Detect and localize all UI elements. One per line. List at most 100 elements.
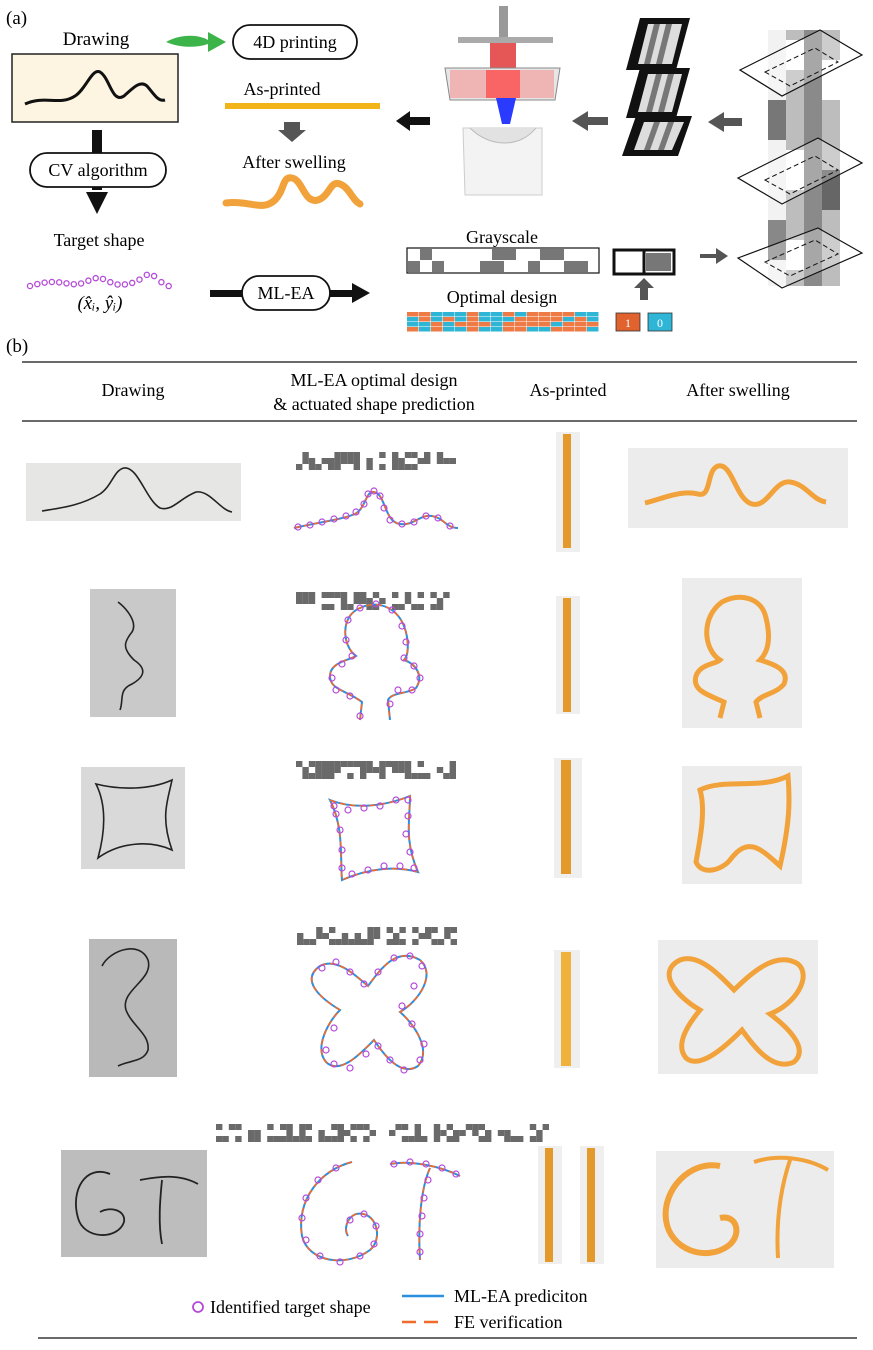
design-pixel bbox=[280, 1136, 287, 1142]
design-pixel bbox=[424, 452, 431, 458]
target-point bbox=[346, 1064, 354, 1072]
design-pixel bbox=[353, 458, 360, 464]
design-pixel bbox=[337, 1136, 344, 1142]
target-dots bbox=[26, 271, 172, 290]
design-pixel bbox=[315, 767, 322, 773]
cv-algorithm-label: CV algorithm bbox=[48, 160, 147, 180]
header-ml-ea-2: & actuated shape prediction bbox=[273, 394, 474, 414]
design-pixel bbox=[436, 598, 444, 604]
design-cell bbox=[455, 312, 467, 317]
design-cell bbox=[587, 312, 599, 317]
target-point bbox=[360, 804, 368, 812]
design-cell bbox=[575, 317, 587, 322]
design-pixel bbox=[296, 464, 303, 470]
design-pixel bbox=[308, 773, 316, 779]
design-pixel bbox=[366, 604, 373, 610]
design-cell bbox=[455, 322, 467, 327]
design-pixel bbox=[316, 933, 323, 939]
design-pixel bbox=[321, 767, 328, 773]
row-2-prediction bbox=[328, 600, 424, 721]
target-dot bbox=[48, 278, 56, 286]
bit-pair-dark bbox=[646, 253, 671, 271]
bit-one-label: 1 bbox=[625, 316, 631, 330]
target-dot bbox=[55, 279, 63, 286]
design-pixel bbox=[341, 939, 349, 945]
design-cell bbox=[491, 322, 503, 327]
grayscale-cell bbox=[540, 249, 552, 260]
design-pixel bbox=[248, 1136, 255, 1142]
design-pixel bbox=[472, 1130, 479, 1136]
design-pixel bbox=[337, 1124, 344, 1130]
target-point bbox=[424, 1176, 432, 1184]
design-pixel bbox=[398, 761, 405, 767]
design-cell bbox=[431, 312, 443, 317]
design-pixel bbox=[366, 458, 373, 464]
design-pixel bbox=[302, 592, 309, 598]
design-pixel bbox=[366, 767, 373, 773]
design-pixel bbox=[335, 939, 342, 945]
target-point bbox=[374, 1042, 382, 1050]
design-pixel bbox=[308, 592, 316, 598]
target-point bbox=[400, 654, 408, 662]
target-point bbox=[398, 1002, 406, 1010]
design-pixel bbox=[504, 1136, 511, 1142]
target-point bbox=[396, 862, 404, 870]
design-cell bbox=[563, 327, 575, 332]
target-point bbox=[316, 1252, 324, 1260]
row-3 bbox=[81, 758, 802, 884]
as-printed-label: As-printed bbox=[244, 79, 321, 99]
target-point bbox=[372, 1222, 380, 1230]
design-pixel bbox=[450, 927, 457, 933]
design-pixel bbox=[216, 1124, 223, 1130]
design-pixel bbox=[417, 592, 424, 598]
target-dot bbox=[34, 280, 41, 288]
row-5 bbox=[61, 1124, 834, 1268]
design-pixel bbox=[286, 1130, 293, 1136]
target-point bbox=[398, 622, 406, 630]
target-point bbox=[452, 1170, 460, 1178]
target-point bbox=[402, 638, 410, 646]
design-pixel bbox=[316, 927, 323, 933]
design-cell bbox=[419, 322, 431, 327]
design-pixel bbox=[385, 761, 392, 767]
design-pixel bbox=[398, 464, 405, 470]
design-cell bbox=[515, 327, 527, 332]
target-point bbox=[342, 512, 350, 520]
design-pixel bbox=[321, 604, 328, 610]
target-point bbox=[380, 862, 388, 870]
design-pixel bbox=[337, 1130, 344, 1136]
printing-label: 4D printing bbox=[253, 32, 337, 52]
design-pixel bbox=[393, 933, 400, 939]
design-pixel bbox=[395, 1124, 402, 1130]
target-dot bbox=[70, 280, 78, 288]
design-pixel bbox=[379, 761, 386, 767]
design-pixel bbox=[393, 939, 400, 945]
design-pixel bbox=[379, 767, 386, 773]
design-pixel bbox=[309, 939, 317, 945]
target-point bbox=[374, 968, 382, 976]
target-point bbox=[344, 806, 352, 814]
design-pixel bbox=[347, 604, 354, 610]
design-pixel bbox=[412, 927, 419, 933]
design-pixel bbox=[440, 1130, 447, 1136]
design-pixel bbox=[542, 1124, 549, 1130]
target-point bbox=[356, 1252, 364, 1260]
ml-ea-pill bbox=[241, 275, 331, 311]
design-cell bbox=[503, 322, 515, 327]
design-pixel bbox=[334, 592, 341, 598]
design-cell bbox=[407, 327, 419, 332]
design-pixel bbox=[353, 464, 360, 470]
target-point bbox=[422, 512, 430, 520]
design-pixel bbox=[315, 773, 322, 779]
design-pixel bbox=[353, 452, 360, 458]
target-dot bbox=[158, 278, 165, 286]
design-pixel bbox=[347, 458, 354, 464]
design-pixel bbox=[417, 458, 424, 464]
up-arrow-icon bbox=[634, 278, 654, 300]
design-pixel bbox=[478, 1124, 485, 1130]
design-pixel bbox=[443, 592, 450, 598]
drawing-curve bbox=[24, 70, 166, 106]
design-pixel bbox=[235, 1124, 242, 1130]
grayscale-cell bbox=[504, 249, 516, 260]
design-pixel bbox=[449, 773, 456, 779]
